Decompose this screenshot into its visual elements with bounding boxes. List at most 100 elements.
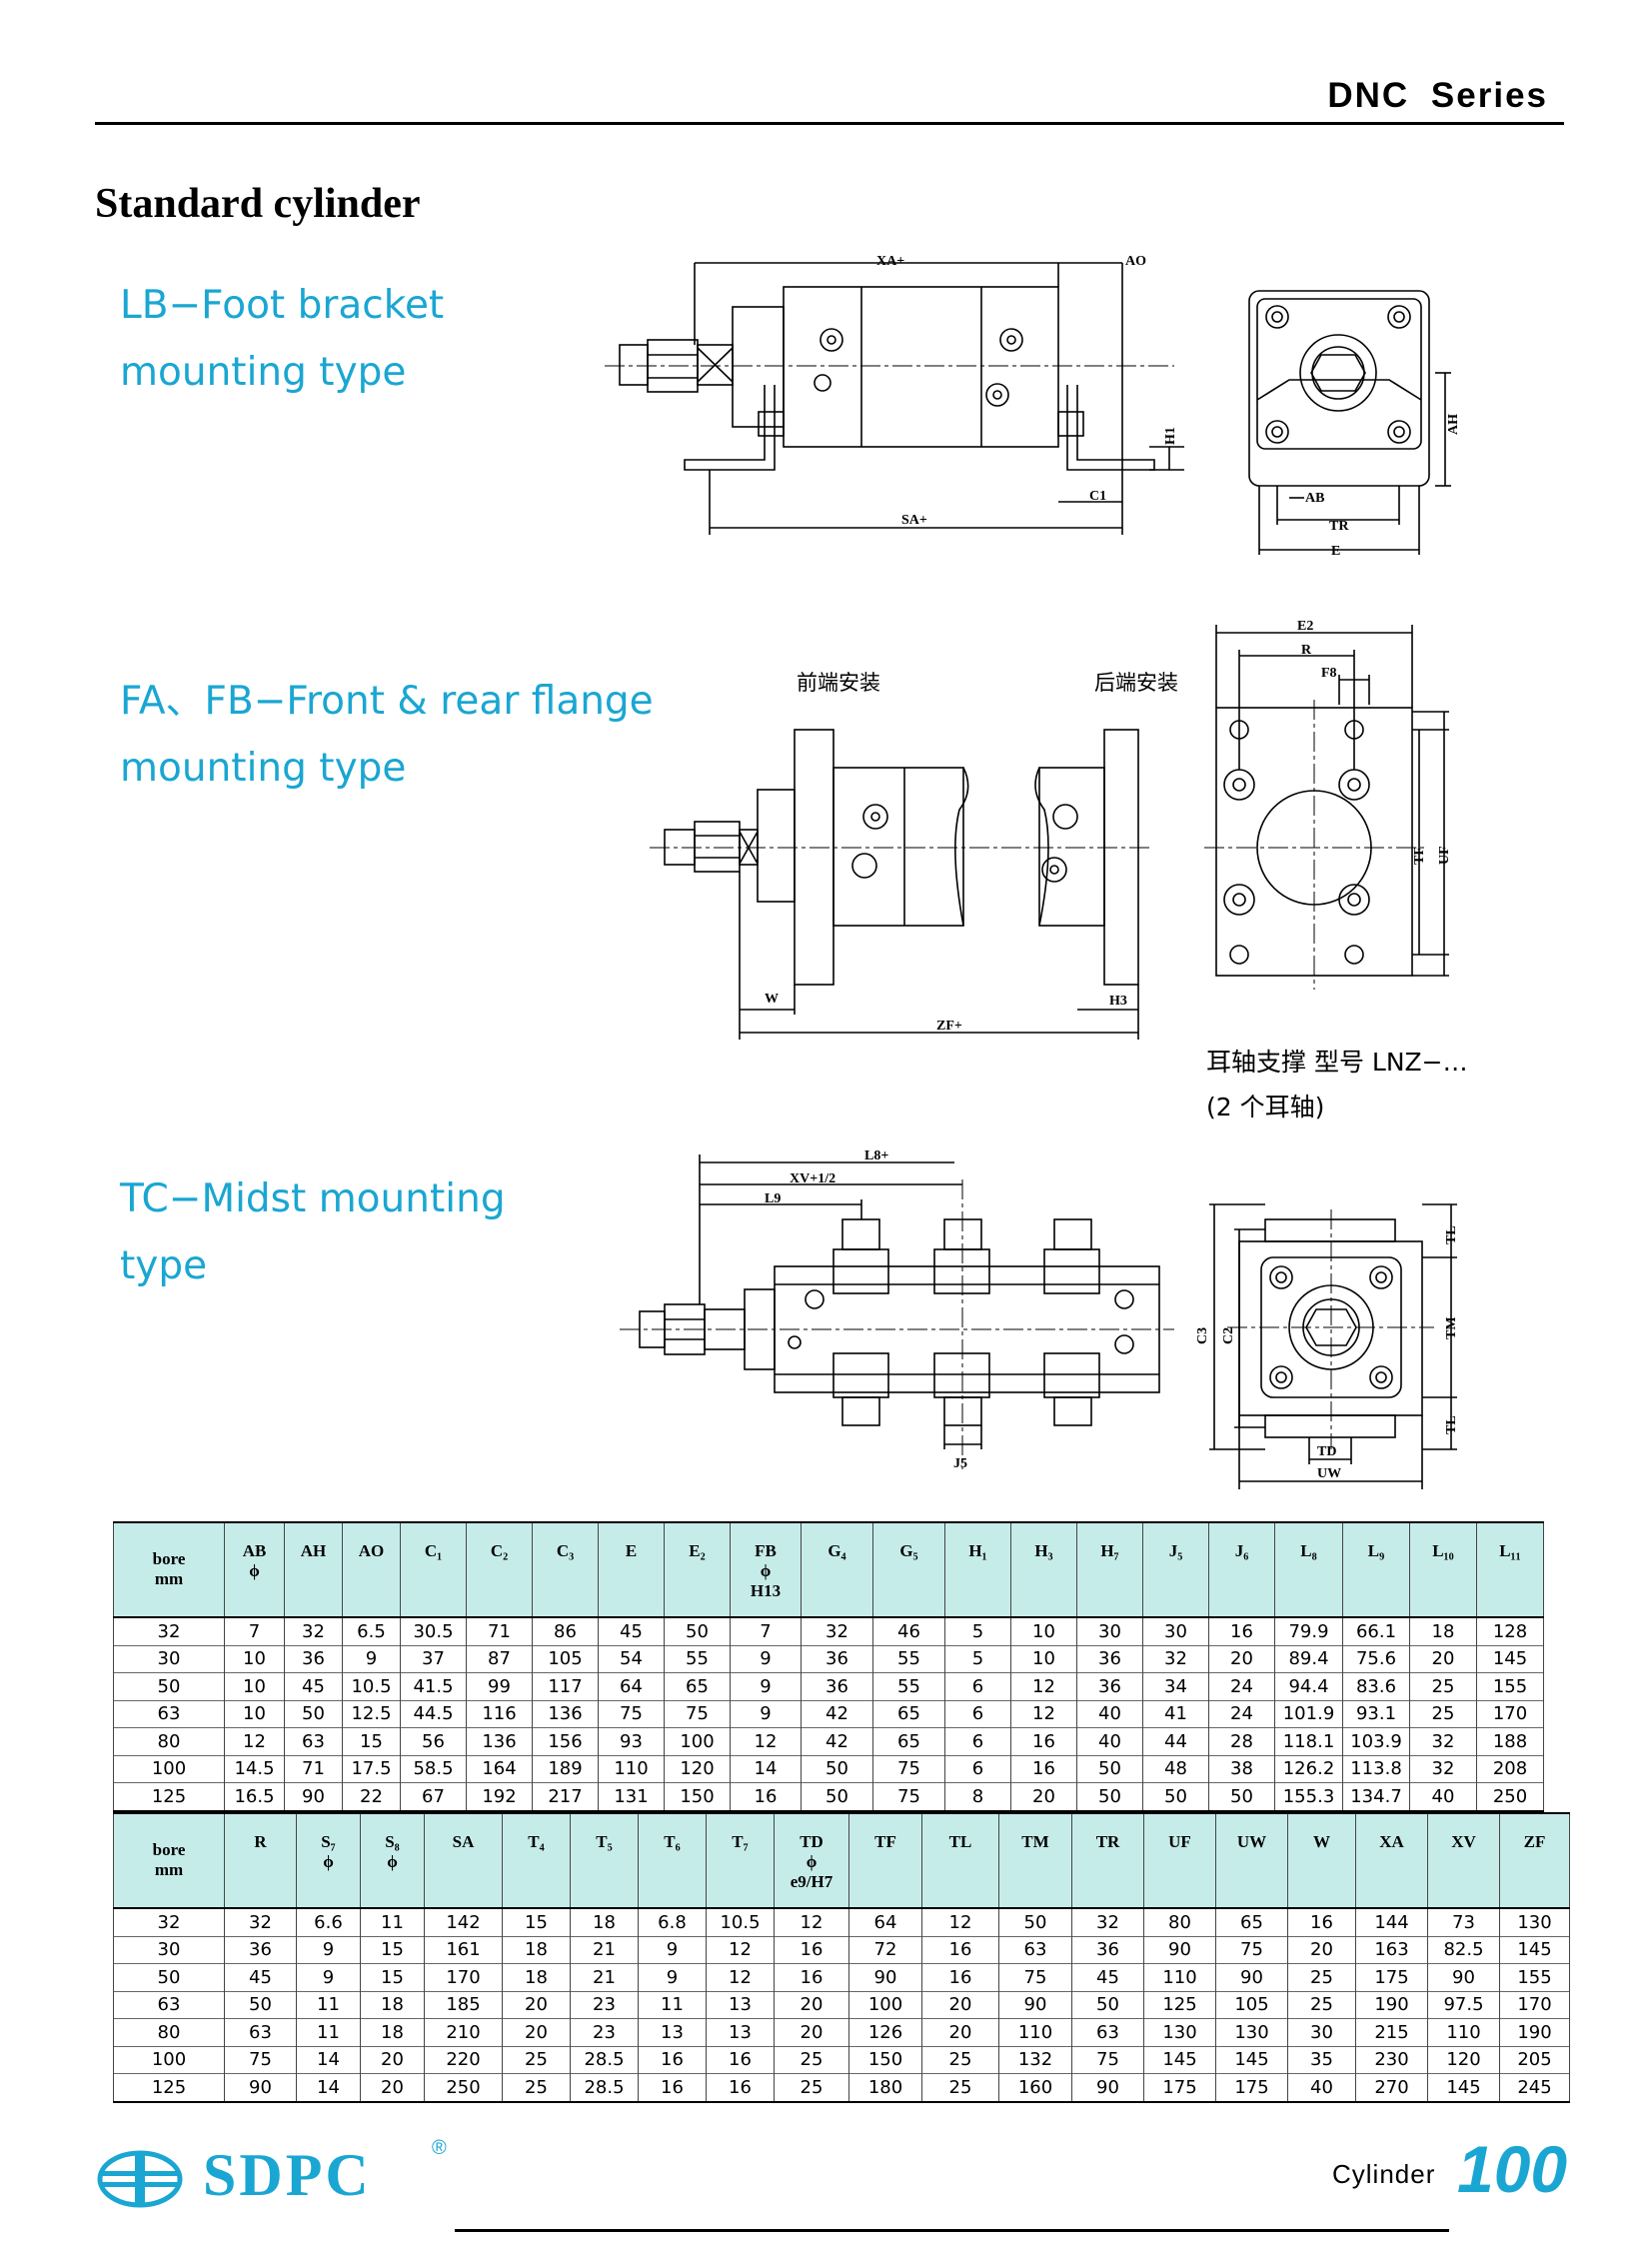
table-cell: 14.5 [224, 1754, 285, 1783]
table-cell: 66.1 [1342, 1616, 1410, 1645]
column-header-line: AH [300, 1541, 327, 1560]
c3-label: C3 [1195, 1327, 1210, 1344]
table-cell: 65 [872, 1727, 945, 1755]
table-cell: 97.5 [1427, 1990, 1500, 2019]
table-cell: 15 [502, 1907, 571, 1936]
c1-label: C1 [1089, 489, 1106, 504]
column-header-line: L₈ [1300, 1541, 1317, 1560]
column-header: L₁₀ [1409, 1521, 1477, 1618]
table-cell: 46 [872, 1616, 945, 1645]
column-header-line: T₅ [596, 1832, 613, 1851]
column-header-line: bore [152, 1549, 186, 1568]
uf-label: UF [1437, 846, 1452, 865]
table-cell: 36 [224, 1935, 297, 1964]
table-cell: 38 [1208, 1754, 1275, 1783]
table-cell: 9 [342, 1644, 401, 1673]
column-header: J₅ [1142, 1521, 1209, 1618]
table-cell: 170 [1476, 1699, 1544, 1728]
table-cell: 6 [944, 1754, 1011, 1783]
table-cell: 40 [1287, 2073, 1356, 2103]
column-header: TR [1071, 1812, 1144, 1909]
column-header: H₇ [1076, 1521, 1143, 1618]
tl-bottom-label: TL [1444, 1415, 1459, 1434]
table-cell: 6.6 [296, 1907, 361, 1936]
tm-label: TM [1444, 1316, 1459, 1339]
column-header: T₇ [706, 1812, 775, 1909]
table-cell: 86 [532, 1616, 599, 1645]
table-cell: 190 [1499, 2018, 1570, 2046]
table-cell: 10 [1010, 1644, 1077, 1673]
table-cell: 125 [1143, 1990, 1216, 2019]
table-cell: 185 [424, 1990, 503, 2019]
table-cell: 75 [598, 1699, 665, 1728]
table-cell: 120 [1427, 2045, 1500, 2074]
column-header-line: C₁ [424, 1541, 443, 1560]
table-cell: 205 [1499, 2045, 1570, 2074]
table-cell: 16 [921, 1935, 999, 1964]
table-cell: 18 [502, 1963, 571, 1991]
table-cell: 10 [224, 1644, 285, 1673]
table-cell: 9 [296, 1935, 361, 1964]
table-cell: 245 [1499, 2073, 1570, 2103]
table-cell: 16.5 [224, 1782, 285, 1812]
table-cell: 34 [1142, 1672, 1209, 1700]
table-cell: 23 [570, 1990, 639, 2019]
table-cell: 45 [284, 1672, 343, 1700]
table-cell: 16 [706, 2073, 775, 2103]
table-cell: 75 [872, 1782, 945, 1812]
table-cell: 63 [113, 1699, 225, 1728]
column-header: T₆ [638, 1812, 707, 1909]
table-cell: 25 [1287, 1990, 1356, 2019]
registered-mark: ® [432, 2137, 447, 2159]
column-header-line: e9/H7 [790, 1872, 833, 1891]
table-cell: 188 [1476, 1727, 1544, 1755]
table-cell: 24 [1208, 1672, 1275, 1700]
lb-side-view: XA+ AO H1 C1 SA+ [605, 254, 1184, 535]
table-cell: 10.5 [706, 1907, 775, 1936]
table-cell: 32 [1409, 1727, 1477, 1755]
column-header-line: W [1313, 1832, 1330, 1851]
table-cell: 10 [1010, 1616, 1077, 1645]
table-cell: 45 [224, 1963, 297, 1991]
trunnion-note-line2: (2 个耳轴) [1206, 1093, 1325, 1122]
table-cell: 50 [224, 1990, 297, 2019]
table-cell: 93 [598, 1727, 665, 1755]
table-cell: 90 [224, 2073, 297, 2103]
table-cell: 12 [730, 1727, 802, 1755]
table-cell: 20 [921, 1990, 999, 2019]
uw-label: UW [1317, 1466, 1341, 1481]
column-header-line: TF [874, 1832, 896, 1851]
fa-title-line2: mounting type [120, 746, 407, 791]
table-cell: 134.7 [1342, 1782, 1410, 1812]
table-cell: 145 [1215, 2045, 1288, 2074]
column-header-line: SA [452, 1832, 475, 1851]
c2-label: C2 [1221, 1327, 1236, 1344]
brand-name: SDPC [203, 2142, 372, 2208]
table-cell: 21 [570, 1963, 639, 1991]
table-cell: 217 [532, 1782, 599, 1812]
table-cell: 55 [872, 1644, 945, 1673]
table-cell: 110 [598, 1754, 665, 1783]
table-cell: 50 [113, 1672, 225, 1700]
fa-end-view: E2 R F8 TF UF [1204, 619, 1452, 990]
fa-title-line1: FA、FB−Front & rear flange [120, 679, 654, 724]
lb-title-line2: mounting type [120, 350, 407, 395]
column-header-line: C₃ [556, 1541, 575, 1560]
table-cell: 50 [284, 1699, 343, 1728]
trunnion-note-line1: 耳轴支撑 型号 LNZ−… [1206, 1048, 1468, 1077]
table-cell: 175 [1215, 2073, 1288, 2103]
table-cell: 72 [848, 1935, 922, 1964]
table-cell: 25 [921, 2073, 999, 2103]
table-cell: 163 [1355, 1935, 1428, 1964]
table-cell: 44 [1142, 1727, 1209, 1755]
table-cell: 12.5 [342, 1699, 401, 1728]
table-cell: 75 [872, 1754, 945, 1783]
table-cell: 32 [1409, 1754, 1477, 1783]
table-cell: 30 [1142, 1616, 1209, 1645]
